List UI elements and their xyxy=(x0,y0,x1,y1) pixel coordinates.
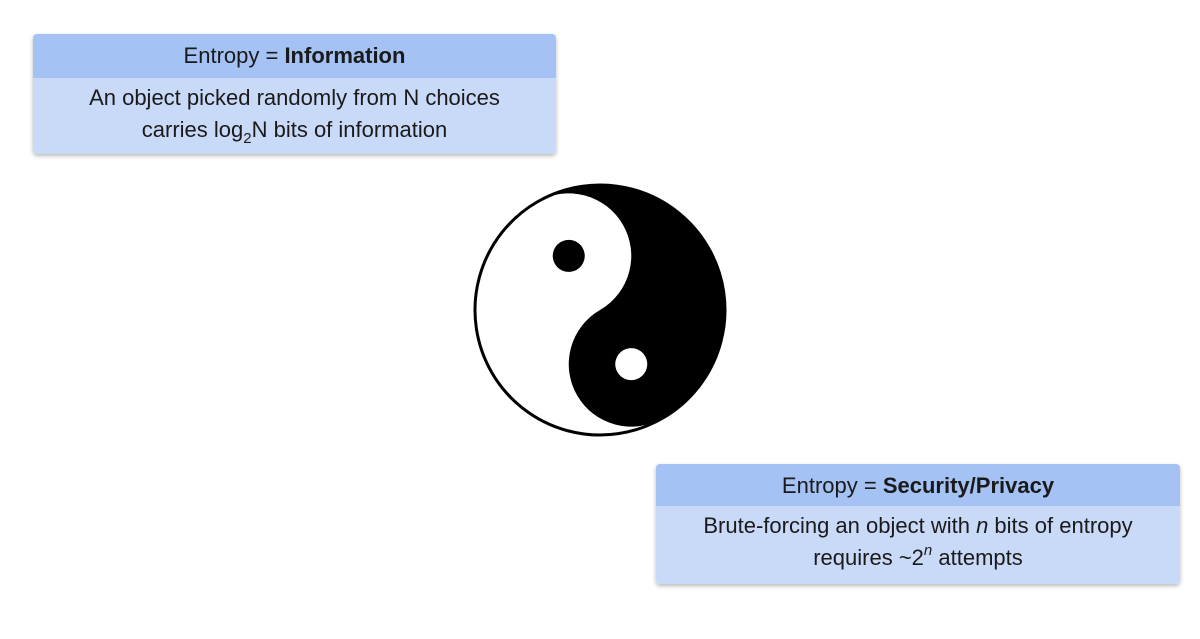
security-line-2: requires ~2n attempts xyxy=(666,542,1170,574)
yin-yang-outline xyxy=(473,183,727,437)
title-keyword-information: Information xyxy=(284,43,406,68)
yin-yang-black-half xyxy=(537,185,725,427)
information-card-title: Entropy = Information xyxy=(33,34,556,78)
title-separator: / xyxy=(969,473,976,498)
information-line-1: An object picked randomly from N choices xyxy=(89,85,500,110)
title-keyword-security: Security xyxy=(882,473,970,498)
brute-force-text: Brute-forcing an object with xyxy=(703,513,977,538)
yin-yang-icon xyxy=(473,183,727,437)
title-prefix: Entropy = xyxy=(183,43,285,68)
attempts-text: attempts xyxy=(932,545,1023,570)
title-keyword-privacy: Privacy xyxy=(975,473,1055,498)
log-text: carries log xyxy=(141,117,244,142)
title-prefix: Entropy = xyxy=(781,473,883,498)
security-card-body: Brute-forcing an object with n bits of e… xyxy=(656,506,1180,584)
security-privacy-card: Entropy = Security/Privacy Brute-forcing… xyxy=(656,464,1180,584)
entropy-text: bits of entropy xyxy=(988,513,1133,538)
yin-yang-white-dot xyxy=(615,348,648,381)
log-base-subscript: 2 xyxy=(243,130,252,147)
information-card: Entropy = Information An object picked r… xyxy=(33,34,556,154)
yin-yang-black-dot xyxy=(552,239,585,272)
exponent-superscript: n xyxy=(923,542,933,559)
n-variable: n xyxy=(976,513,989,538)
requires-text: requires ~2 xyxy=(813,545,924,570)
bits-text: N bits of information xyxy=(251,117,448,142)
security-line-1: Brute-forcing an object with n bits of e… xyxy=(666,510,1170,542)
information-line-2: carries log2N bits of information xyxy=(43,114,546,146)
security-card-title: Entropy = Security/Privacy xyxy=(656,464,1180,506)
information-card-body: An object picked randomly from N choices… xyxy=(33,78,556,154)
